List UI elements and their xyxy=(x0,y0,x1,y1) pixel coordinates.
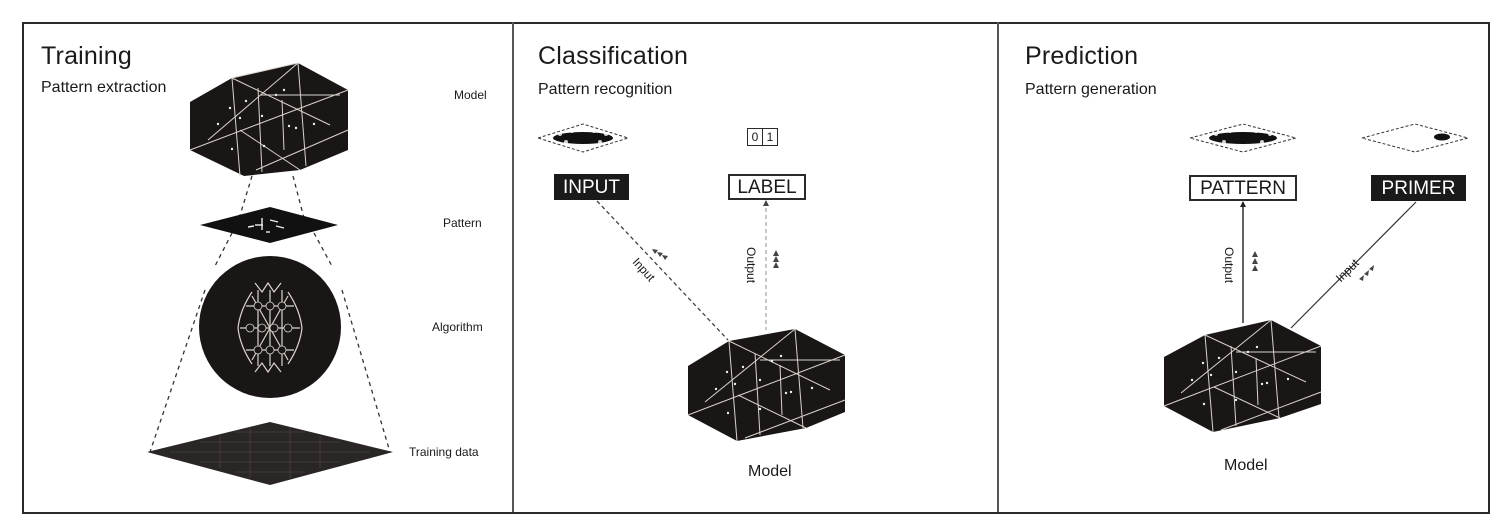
input-pattern-icon xyxy=(536,123,630,153)
onehot-cell: 0 xyxy=(751,130,759,144)
panel-subtitle: Pattern generation xyxy=(1025,81,1157,98)
neural-network-circle-icon xyxy=(199,256,341,398)
panel-title: Training xyxy=(41,42,132,70)
layer-label-pattern: Pattern xyxy=(443,216,482,230)
primer-box: PRIMER xyxy=(1371,175,1466,201)
panel-divider xyxy=(512,22,514,512)
onehot-label-icon: 0 1 xyxy=(747,128,778,146)
diagram-frame xyxy=(22,22,1490,514)
arrowhead-icon xyxy=(1240,201,1246,207)
primer-pattern-icon xyxy=(1360,123,1470,153)
layer-label-algorithm: Algorithm xyxy=(432,320,483,334)
generated-pattern-icon xyxy=(1188,123,1298,153)
panel-title: Prediction xyxy=(1025,42,1139,70)
flow-arrows-icon xyxy=(1252,251,1258,271)
panel-subtitle: Pattern extraction xyxy=(41,79,167,96)
training-data-plane-icon xyxy=(147,422,393,485)
layer-label-training-data: Training data xyxy=(409,445,479,459)
panel-divider xyxy=(997,22,999,512)
pattern-box: PATTERN xyxy=(1189,175,1297,201)
panel-title: Classification xyxy=(538,42,689,70)
flow-arrows-icon xyxy=(773,250,779,268)
onehot-cell: 1 xyxy=(762,129,777,145)
polyhedron-model-icon xyxy=(1163,319,1322,433)
pattern-diamond-icon xyxy=(200,207,338,243)
input-box: INPUT xyxy=(554,174,629,200)
input-edge xyxy=(596,200,729,341)
model-label: Model xyxy=(1224,457,1268,474)
panel-subtitle: Pattern recognition xyxy=(538,81,673,98)
projection-lines xyxy=(149,175,391,453)
polyhedron-model-icon xyxy=(189,62,349,177)
model-label: Model xyxy=(748,463,792,480)
input-edge xyxy=(1290,201,1417,329)
layer-label-model: Model xyxy=(454,88,487,102)
flow-arrows-icon xyxy=(1359,265,1374,281)
polyhedron-model-icon xyxy=(687,328,846,442)
flow-arrows-icon xyxy=(652,249,668,260)
label-box: LABEL xyxy=(728,174,806,200)
arrowhead-icon xyxy=(763,200,769,206)
output-edge-label: Output xyxy=(1222,247,1236,284)
